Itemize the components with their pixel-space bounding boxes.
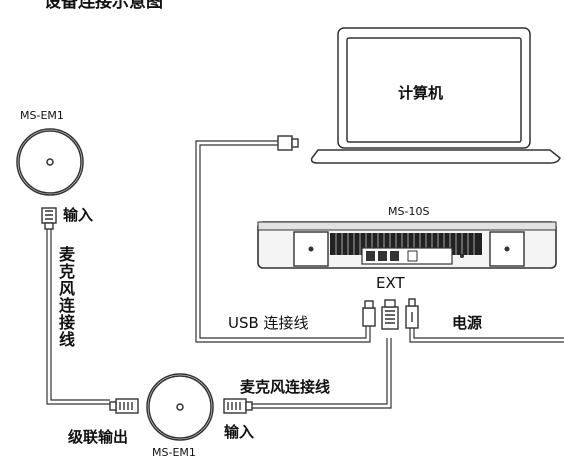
laptop-icon	[310, 27, 561, 164]
computer-label: 计算机	[398, 84, 444, 102]
microphone-bottom-icon	[146, 373, 214, 441]
usb-cable	[195, 140, 371, 343]
ext-port-label: EXT	[376, 274, 405, 292]
usb-plug-device-icon	[362, 300, 376, 327]
cascade-output-label: 级联输出	[68, 428, 129, 446]
mic-bottom-input-label: 输入	[224, 423, 255, 441]
rj45-plug-top-icon	[41, 207, 57, 230]
rj45-plug-input-bottom-icon	[223, 398, 253, 414]
mic-top-name: MS-EM1	[20, 109, 64, 122]
usb-cable-label: USB 连接线	[228, 314, 309, 332]
speaker-device	[257, 221, 557, 269]
mic-cable-vertical	[46, 229, 110, 405]
rj45-plug-ext-icon	[381, 299, 399, 330]
diagram-title: 设备连接示意图	[44, 0, 163, 12]
mic-cable-horizontal-label: 麦克风连接线	[240, 378, 331, 396]
mic-bottom-name: MS-EM1	[152, 446, 196, 459]
usb-plug-top-icon	[277, 135, 299, 151]
power-cable	[409, 328, 564, 343]
rj45-plug-cascade-icon	[109, 398, 139, 414]
mic-cable-vertical-label: 麦克风连接线	[56, 246, 75, 348]
mic-top-input-label: 输入	[63, 206, 94, 224]
device-name-label: MS-10S	[388, 205, 430, 218]
mic-cable-horizontal	[252, 338, 392, 409]
power-label: 电源	[452, 314, 483, 332]
microphone-top-icon	[16, 128, 84, 196]
power-plug-icon	[405, 298, 419, 329]
